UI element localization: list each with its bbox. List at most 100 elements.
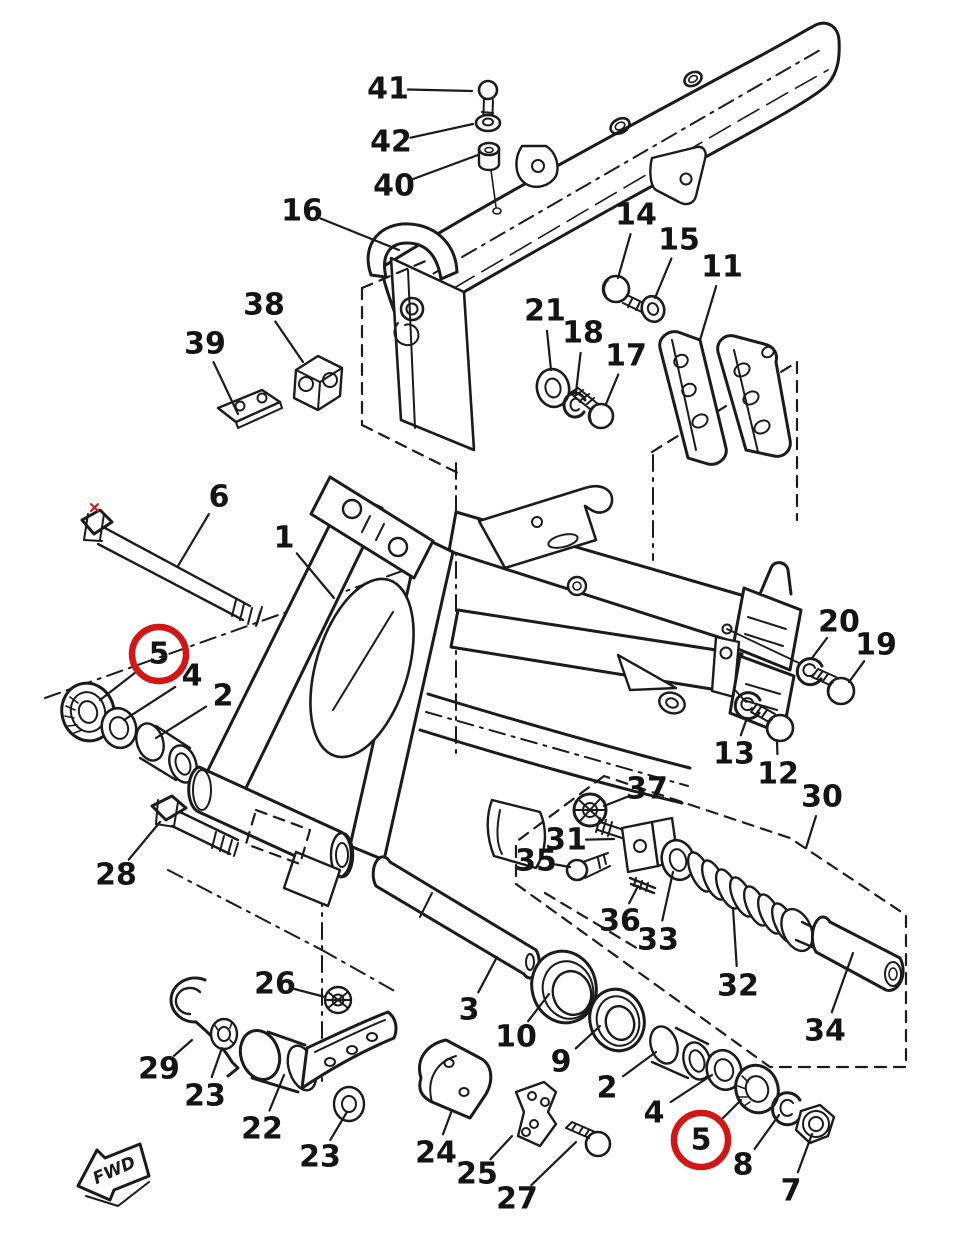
part-label-37: 37 [626, 772, 668, 807]
part-label-25: 25 [456, 1157, 498, 1192]
fwd-arrow: FWD [76, 1142, 151, 1207]
part-callout-12: 12 [757, 738, 799, 792]
bolt-41 [477, 79, 499, 128]
leader-line-14 [616, 233, 632, 280]
plate-39 [216, 388, 283, 429]
part-callout-8: 8 [733, 1113, 781, 1183]
leader-line-42 [409, 122, 475, 139]
leader-line-13 [739, 716, 749, 737]
highlight-circle-5-right [670, 1109, 732, 1171]
part-callout-29: 29 [138, 1038, 194, 1087]
nut-7 [794, 1103, 836, 1145]
leader-line-4-right [669, 1073, 714, 1104]
part-callout-6: 6 [176, 480, 230, 568]
part-callout-38: 38 [243, 288, 305, 364]
part-label-33: 33 [637, 923, 679, 958]
part-label-9: 9 [551, 1045, 572, 1080]
leader-line-34 [830, 951, 855, 1014]
part-label-41: 41 [367, 72, 409, 107]
assembly-box-30 [514, 774, 908, 1069]
part-callout-1: 1 [274, 521, 336, 600]
leader-line-5-right [721, 1098, 743, 1120]
bolt-19 [811, 668, 856, 706]
part-callout-16: 16 [281, 194, 401, 252]
leader-line-7 [796, 1132, 814, 1174]
leader-line-26 [293, 987, 327, 999]
leader-line-35 [554, 863, 572, 869]
part-callout-35: 35 [515, 844, 572, 879]
part-callout-4-right: 4 [644, 1073, 714, 1131]
leader-line-16 [319, 217, 401, 252]
leader-line-17 [604, 373, 620, 406]
part-label-42: 42 [370, 125, 412, 160]
bracket-25 [514, 1080, 558, 1148]
nut-42 [474, 113, 502, 133]
leader-line-8 [753, 1113, 781, 1150]
part-label-23-b: 23 [299, 1140, 341, 1175]
pivot-bolt-6 [80, 503, 263, 627]
leader-line-10 [527, 992, 551, 1023]
part-label-29: 29 [138, 1052, 180, 1087]
bolt-28 [150, 794, 240, 857]
tensioner-arm-22 [238, 1010, 398, 1094]
leader-line-32 [731, 906, 738, 968]
leader-line-15 [653, 257, 673, 300]
part-callout-41: 41 [367, 72, 474, 107]
nut-37 [572, 792, 608, 828]
bolt-12 [750, 703, 795, 743]
part-label-36: 36 [599, 904, 641, 939]
part-callout-31: 31 [545, 823, 616, 858]
bushing-2-right [649, 1025, 712, 1081]
leader-line-23-b [329, 1110, 349, 1142]
part-callout-34: 34 [804, 951, 855, 1049]
part-label-40: 40 [373, 169, 415, 204]
washer-23-b [332, 1085, 366, 1123]
leader-line-39 [212, 361, 240, 416]
part-callout-20: 20 [810, 605, 860, 660]
leader-line-37 [602, 795, 630, 808]
leader-line-5-left [98, 671, 136, 702]
part-label-12: 12 [757, 757, 799, 792]
leader-line-25 [489, 1134, 514, 1161]
leader-line-18 [574, 351, 582, 394]
leader-line-28 [127, 820, 162, 861]
part-callout-18: 18 [562, 316, 604, 394]
part-callout-39: 39 [184, 327, 240, 416]
part-label-21: 21 [524, 294, 566, 329]
bolt-27 [565, 1121, 612, 1158]
part-label-19: 19 [855, 628, 897, 663]
leader-line-1 [295, 552, 336, 600]
part-callout-27: 27 [496, 1140, 578, 1217]
part-label-20: 20 [818, 605, 860, 640]
washer-15 [640, 294, 666, 324]
nut-20 [795, 657, 824, 687]
part-label-7: 7 [781, 1174, 802, 1209]
part-callout-33: 33 [637, 870, 679, 958]
part-callout-32: 32 [717, 906, 759, 1004]
part-callout-14: 14 [615, 198, 657, 280]
part-label-17: 17 [605, 339, 647, 374]
part-label-22: 22 [241, 1112, 283, 1147]
bolt-35 [565, 852, 611, 882]
leader-line-30 [804, 814, 818, 850]
construction-lines [44, 360, 799, 1089]
washer-33 [660, 838, 696, 882]
part-label-30: 30 [801, 780, 843, 815]
leader-line-38 [274, 320, 305, 364]
part-callout-25: 25 [456, 1134, 514, 1192]
leader-line-19 [847, 660, 866, 684]
part-label-38: 38 [243, 288, 285, 323]
leader-line-29 [172, 1038, 194, 1057]
part-label-3: 3 [459, 993, 480, 1028]
part-label-2-left: 2 [213, 679, 234, 714]
washer-8 [770, 1091, 802, 1127]
part-callout-37: 37 [602, 772, 668, 808]
part-label-11: 11 [701, 250, 743, 285]
leader-line-41 [406, 88, 474, 93]
shock-assembly-30 [514, 774, 908, 1069]
part-label-27: 27 [496, 1182, 538, 1217]
red-mark [90, 503, 99, 512]
part-callout-7: 7 [781, 1132, 814, 1209]
part-label-6: 6 [209, 480, 230, 515]
